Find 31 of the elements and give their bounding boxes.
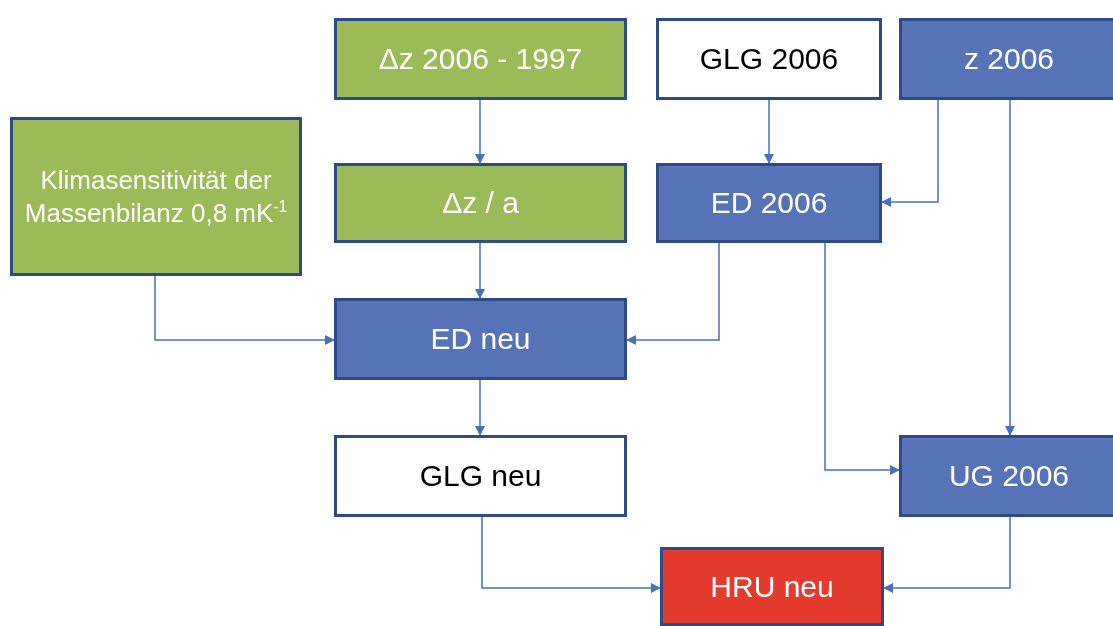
process-box	[334, 18, 627, 100]
process-box	[656, 18, 882, 100]
arrow	[475, 99, 485, 164]
box-label: GLG 2006	[699, 41, 839, 78]
arrow	[154, 275, 335, 345]
box-label: Δz / a	[442, 185, 519, 222]
box-label: Δz 2006 - 1997	[378, 41, 583, 78]
box-label: UG 2006	[948, 458, 1070, 495]
arrow	[824, 242, 900, 475]
process-box	[10, 117, 302, 276]
process-box	[334, 435, 627, 517]
process-box	[899, 435, 1113, 517]
arrow	[881, 99, 939, 207]
arrow	[481, 516, 661, 593]
process-box	[334, 163, 627, 243]
arrow	[626, 242, 720, 345]
process-box	[899, 18, 1113, 100]
process-box	[334, 298, 627, 380]
box-label: z 2006	[963, 41, 1055, 78]
box-label: GLG neu	[419, 458, 542, 495]
box-label: ED neu	[430, 321, 531, 358]
box-label: Klimasensitivität der Massenbilanz 0,8 mK$^{-1}$	[23, 164, 289, 229]
arrow	[883, 516, 1011, 593]
arrow	[1005, 99, 1015, 436]
box-label: HRU neu	[710, 568, 834, 605]
box-label: ED 2006	[710, 185, 828, 222]
process-box	[660, 547, 884, 626]
arrow	[764, 99, 774, 164]
process-box	[656, 163, 882, 243]
arrow	[475, 242, 485, 299]
arrow	[475, 379, 485, 436]
